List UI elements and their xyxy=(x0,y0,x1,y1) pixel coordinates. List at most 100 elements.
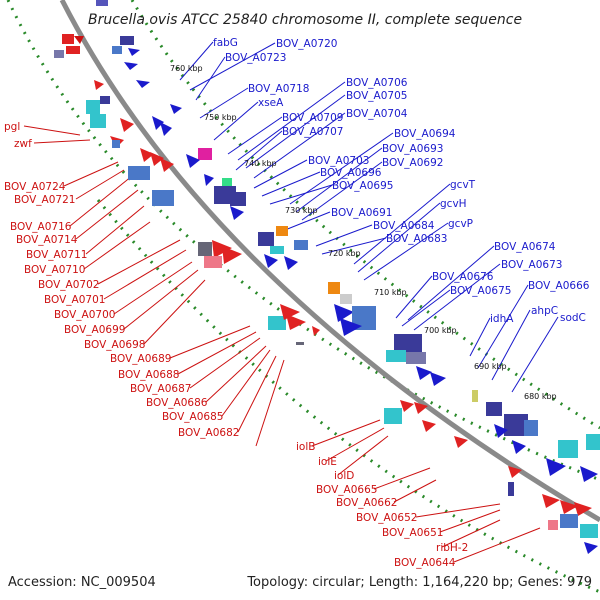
kbp-tick-label: 690 kbp xyxy=(474,362,507,371)
cog-box xyxy=(120,36,134,45)
cog-box xyxy=(394,334,422,352)
gene-label: BOV_A0674 xyxy=(494,241,556,253)
cog-box xyxy=(152,190,174,206)
gene-label: BOV_A0698 xyxy=(84,339,145,351)
gene-label: iolD xyxy=(334,470,354,482)
reverse-gene xyxy=(542,494,560,508)
reverse-gene xyxy=(94,80,104,90)
forward-gene xyxy=(546,458,566,476)
gene-label: BOV_A0724 xyxy=(4,181,66,193)
gene-label: BOV_A0644 xyxy=(394,557,456,569)
gene-label: BOV_A0704 xyxy=(346,108,408,120)
reverse-gene xyxy=(574,502,592,516)
gene-label: BOV_A0652 xyxy=(356,512,417,524)
gene-label: ahpC xyxy=(531,305,558,317)
cog-box xyxy=(472,390,478,402)
cog-box xyxy=(406,352,426,364)
reverse-leader-lines xyxy=(23,125,541,563)
kbp-tick-label: 720 kbp xyxy=(328,249,361,258)
cog-box xyxy=(386,350,406,362)
kbp-tick-label: 760 kbp xyxy=(170,64,203,73)
cog-box xyxy=(524,420,538,436)
forward-gene xyxy=(494,424,508,438)
kbp-tick-label: 710 kbp xyxy=(374,288,407,297)
gene-label: BOV_A0688 xyxy=(118,369,179,381)
reverse-gene xyxy=(280,304,300,320)
gene-label: BOV_A0723 xyxy=(225,52,286,64)
cog-box xyxy=(128,166,150,180)
cog-box xyxy=(586,434,600,450)
cog-box xyxy=(328,282,340,294)
reverse-gene xyxy=(422,420,436,432)
cog-box xyxy=(486,402,502,416)
forward-gene xyxy=(204,174,214,186)
reverse-gene xyxy=(66,46,80,54)
cog-box xyxy=(270,246,284,254)
gene-label: BOV_A0714 xyxy=(16,234,78,246)
cog-box xyxy=(112,140,120,148)
cog-box xyxy=(276,226,288,236)
gene-label: BOV_A0696 xyxy=(320,167,382,179)
kbp-tick-label: 680 kbp xyxy=(524,392,557,401)
cog-box xyxy=(268,316,286,330)
reverse-gene xyxy=(400,400,414,412)
cog-box xyxy=(86,100,100,114)
gene-label: gcvT xyxy=(450,179,476,191)
cog-box xyxy=(504,414,528,436)
cog-box xyxy=(204,256,222,268)
gene-label: idhA xyxy=(490,313,514,325)
forward-gene xyxy=(584,542,598,554)
gene-label: BOV_A0686 xyxy=(146,397,208,409)
gene-label: xseA xyxy=(258,97,284,109)
genome-summary: Topology: circular; Length: 1,164,220 bp… xyxy=(246,575,592,590)
gene-label: sodC xyxy=(560,312,586,324)
gene-label: ribH-2 xyxy=(436,542,468,554)
forward-gene xyxy=(186,154,200,168)
reverse-gene xyxy=(120,118,134,132)
gene-label: BOV_A0651 xyxy=(382,527,443,539)
forward-gene xyxy=(124,62,138,70)
map-title: Brucella ovis ATCC 25840 chromosome II, … xyxy=(88,12,522,28)
forward-gene xyxy=(160,122,172,136)
forward-gene xyxy=(128,48,140,56)
cog-box xyxy=(558,440,578,458)
cog-box xyxy=(90,114,106,128)
gene-label: BOV_A0665 xyxy=(316,484,377,496)
gene-label: BOV_A0687 xyxy=(130,383,191,395)
forward-gene xyxy=(284,256,298,270)
cog-box xyxy=(112,46,122,54)
forward-gene xyxy=(170,104,182,114)
gene-label: BOV_A0662 xyxy=(336,497,397,509)
gene-label: gcvP xyxy=(448,218,473,230)
gene-label: BOV_A0699 xyxy=(64,324,125,336)
cog-box xyxy=(340,294,352,304)
cog-box xyxy=(294,240,308,250)
reverse-gene xyxy=(508,466,522,478)
reverse-gene xyxy=(160,158,174,172)
gene-label: BOV_A0694 xyxy=(394,128,456,140)
gene-label: BOV_A0685 xyxy=(162,411,223,423)
cog-box xyxy=(560,514,578,528)
reverse-gene xyxy=(414,402,428,414)
reverse-gene xyxy=(560,500,578,514)
forward-gene xyxy=(264,254,278,268)
gene-label: pgl xyxy=(4,121,20,133)
gene-label: fabG xyxy=(213,37,238,49)
gene-label: BOV_A0666 xyxy=(528,280,590,292)
cog-box xyxy=(100,96,110,104)
reverse-gene xyxy=(454,436,468,448)
chromosome-backbone xyxy=(59,0,600,523)
gene-label: BOV_A0716 xyxy=(10,221,72,233)
cog-box xyxy=(198,148,212,160)
cog-box xyxy=(96,0,108,6)
forward-gene-labels: fabG BOV_A0720 BOV_A0723 BOV_A0718 xseA … xyxy=(213,37,590,325)
forward-gene xyxy=(512,440,526,454)
reverse-gene xyxy=(212,240,232,258)
forward-gene xyxy=(340,318,362,336)
gene-label: BOV_A0721 xyxy=(14,194,75,206)
forward-gene xyxy=(230,206,244,220)
gene-label: iolB xyxy=(296,441,315,453)
gene-label: BOV_A0693 xyxy=(382,143,443,155)
gene-label: BOV_A0707 xyxy=(282,126,343,138)
